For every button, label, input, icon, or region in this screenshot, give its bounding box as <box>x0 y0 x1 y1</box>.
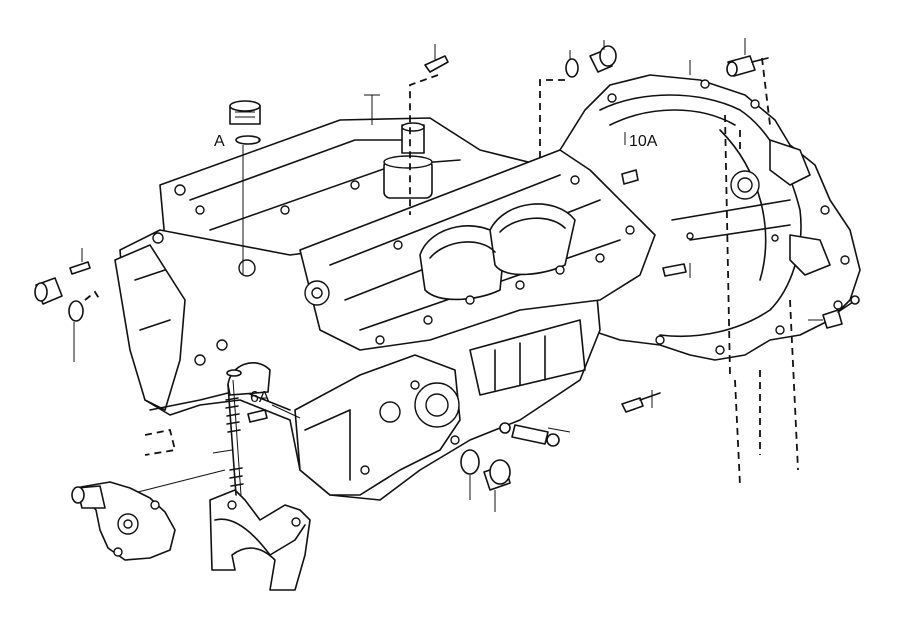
callout-6a: 6A <box>250 389 270 406</box>
guide-dashed-left <box>144 428 177 456</box>
plug-and-washer-top-right <box>539 40 617 160</box>
bell-housing <box>559 74 861 361</box>
bolt-lower-middle <box>621 379 741 486</box>
bearing-cap-stud <box>212 369 244 496</box>
drain-plug <box>460 449 511 512</box>
dowel-pin-right <box>662 263 691 278</box>
dowel-pin-top <box>409 44 449 215</box>
main-bearing-cap <box>209 489 311 591</box>
callout-10a: 10A <box>629 133 658 150</box>
bolt-top-right <box>724 38 771 376</box>
plug-and-washer-left <box>34 277 101 362</box>
dowel-pin-10a <box>621 132 639 185</box>
oil-pressure-sender <box>499 422 571 447</box>
callout-a: A <box>214 133 225 150</box>
dowel-pin-6a <box>247 409 268 423</box>
bolt-right <box>789 295 860 471</box>
engine-block <box>114 117 656 501</box>
pump-housing <box>71 469 226 561</box>
dowel-pin-left <box>69 248 91 275</box>
core-plug-part-a <box>229 100 261 275</box>
leader-6a <box>271 404 301 419</box>
